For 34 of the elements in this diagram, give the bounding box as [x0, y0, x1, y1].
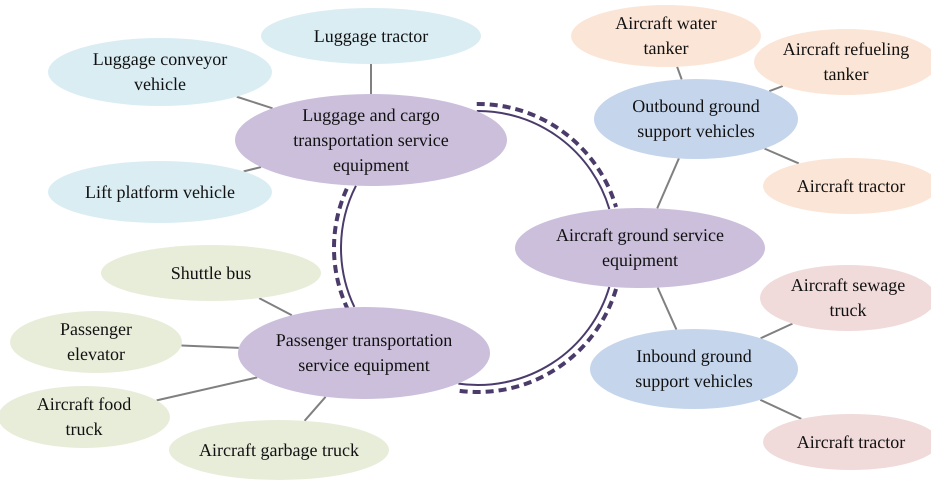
node-label: Shuttle bus: [170, 262, 252, 284]
connector-line: [370, 64, 372, 94]
item-ellipse: [763, 414, 931, 470]
arc-connector: [340, 185, 357, 308]
connector-line: [243, 166, 262, 172]
connector-line: [764, 148, 800, 164]
connector-line: [258, 297, 292, 316]
node-label: Lift platform vehicle: [85, 180, 235, 204]
node-label: Inbound ground support vehicles: [634, 345, 754, 393]
connector-line: [656, 158, 680, 209]
node-label: Luggage tractor: [314, 24, 428, 48]
item-ellipse: [763, 158, 931, 214]
node-label: Aircraft refueling tanker: [782, 38, 910, 86]
connector-line: [236, 96, 273, 110]
connector-line: [656, 287, 678, 330]
node-label: Outbound ground support vehicles: [631, 95, 761, 143]
node-label: Aircraft ground service equipment: [555, 224, 725, 272]
node-label: Aircraft food truck: [36, 393, 132, 441]
node-label: Aircraft tractor: [796, 430, 906, 454]
node-label: Luggage conveyor vehicle: [92, 48, 228, 96]
node-label: Luggage and cargo transportation service equipment: [292, 104, 450, 177]
node-label: Aircraft tractor: [796, 174, 906, 198]
connector-line: [304, 396, 326, 422]
connector-line: [676, 66, 683, 80]
node-label: Aircraft water tanker: [614, 12, 718, 60]
node-label: Aircraft garbage truck: [199, 438, 359, 462]
connector-line: [760, 322, 793, 340]
connector-line: [181, 344, 239, 349]
connector-line: [760, 398, 802, 420]
node-label: Passenger elevator: [59, 318, 133, 366]
node-label: Passenger transportation service equipment: [274, 329, 454, 377]
connector-line: [768, 85, 784, 92]
node-label: Aircraft sewage truck: [790, 274, 906, 322]
connector-line: [156, 376, 258, 402]
